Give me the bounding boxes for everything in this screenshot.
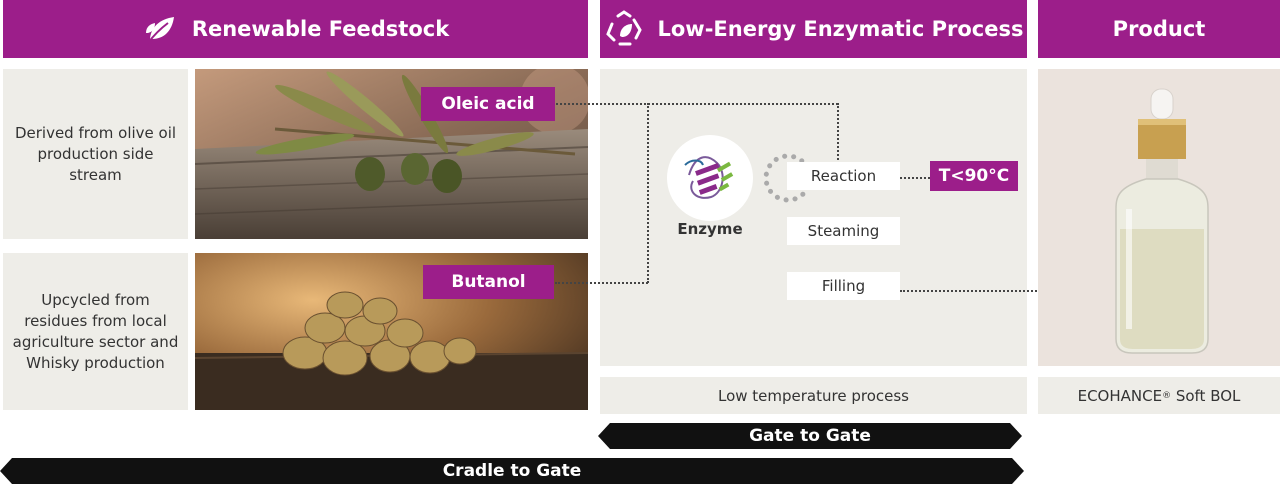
step-reaction-label: Reaction [810,167,877,185]
temperature-label: T<90°C [938,166,1010,186]
butanol-label: Butanol [451,272,526,292]
oleic-acid-tag: Oleic acid [421,87,555,121]
feedstock-description-1: Derived from olive oil production side s… [3,69,188,239]
process-footer: Low temperature process [600,377,1027,414]
product-name-registered: ® [1162,390,1172,401]
step-filling-label: Filling [821,277,866,295]
gate-to-gate-label: Gate to Gate [749,426,871,446]
feedstock-description-1-text: Derived from olive oil production side s… [14,123,177,184]
step-filling: Filling [787,272,900,300]
product-bottle-photo [1038,69,1280,366]
recycle-leaf-icon [605,10,642,46]
dotted-cycle-icon [763,153,810,203]
header-process-label: Low-Energy Enzymatic Process [657,17,1024,41]
header-renewable-feedstock: Renewable Feedstock [3,0,588,58]
butanol-tag: Butanol [423,265,554,299]
product-name: ECOHANCE® Soft BOL [1038,377,1280,414]
leaf-icon [145,17,174,44]
header-enzymatic-process: Low-Energy Enzymatic Process [600,0,1027,58]
connector-butanol-up [647,103,649,283]
enzyme-label: Enzyme [677,220,743,238]
process-footer-text: Low temperature process [717,386,909,405]
header-product: Product [1038,0,1280,58]
connector-oleic-down [837,103,839,167]
cradle-to-gate-label: Cradle to Gate [442,461,582,481]
connector-butanol [555,282,648,284]
oleic-acid-label: Oleic acid [441,94,535,114]
temperature-tag: T<90°C [930,161,1018,191]
step-steaming-label: Steaming [807,222,880,240]
cradle-to-gate-arrow: Cradle to Gate [0,458,1024,484]
header-product-label: Product [1112,17,1206,41]
step-reaction: Reaction [787,162,900,190]
feedstock-description-2: Upcycled from residues from local agricu… [3,253,188,410]
connector-oleic [556,103,838,105]
header-feedstock-label: Renewable Feedstock [191,17,450,41]
enzyme-circle [667,135,753,221]
step-steaming: Steaming [787,217,900,245]
connector-product [900,290,1060,292]
feedstock-description-2-text: Upcycled from residues from local agricu… [12,290,179,372]
connector-temperature [900,177,930,179]
product-name-text: ECOHANCE [1077,386,1163,405]
enzyme-icon [684,156,734,199]
gate-to-gate-arrow: Gate to Gate [598,423,1022,449]
product-name-suffix: Soft BOL [1171,386,1241,405]
